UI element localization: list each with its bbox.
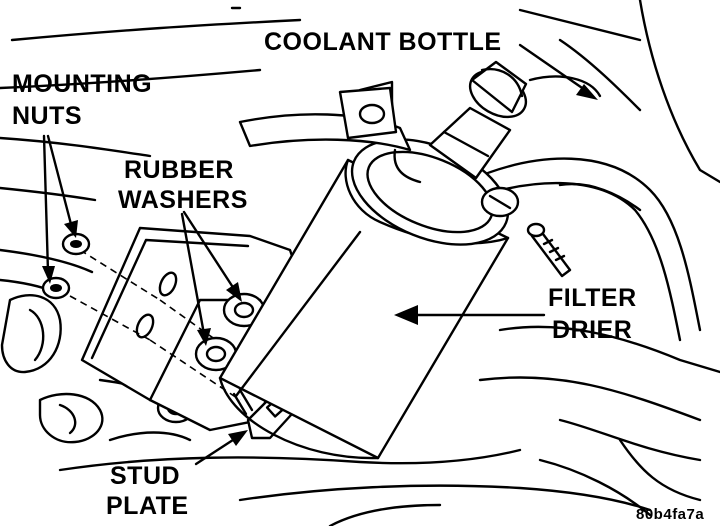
figure-id: 80b4fa7a — [636, 506, 704, 523]
label-filter-drier-line1: FILTER — [548, 284, 637, 312]
drier-stud-right — [526, 222, 572, 278]
label-filter-drier-line2: DRIER — [552, 316, 632, 344]
leader-rubber-washers — [180, 210, 242, 346]
label-mounting-nuts-line1: MOUNTING — [12, 70, 152, 98]
leader-coolant-bottle — [518, 43, 598, 100]
label-rubber-washers-line1: RUBBER — [124, 156, 234, 184]
drier-fitting — [428, 60, 528, 180]
label-stud-plate-line2: PLATE — [106, 492, 189, 520]
leader-stud-plate — [194, 430, 248, 466]
leader-mounting-nuts — [42, 134, 78, 284]
refrigerant-lines — [238, 75, 602, 184]
label-stud-plate-line1: STUD — [110, 462, 180, 490]
mounting-nut-lower — [41, 276, 71, 300]
label-mounting-nuts-line2: NUTS — [12, 102, 82, 130]
drier-bolt-upper — [480, 186, 520, 218]
leader-filter-drier — [394, 305, 546, 325]
label-coolant-bottle: COOLANT BOTTLE — [264, 28, 502, 56]
label-rubber-washers-line2: WASHERS — [118, 186, 248, 214]
